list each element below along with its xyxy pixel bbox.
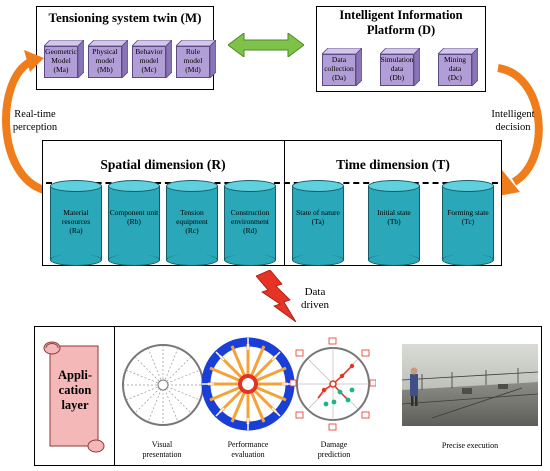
data-cube: Data collection(Da) — [322, 48, 362, 86]
time-name: Forming state — [447, 208, 489, 217]
application-label-line2: cation — [58, 383, 92, 397]
model-code: (Mb) — [97, 65, 113, 74]
time-cylinder: Initial state(Tb) — [368, 180, 420, 266]
caption-line1: Precise execution — [441, 441, 499, 450]
spatial-name: Material resources — [61, 208, 91, 226]
model-cube: Behavior model(Mc) — [132, 40, 172, 78]
platform-title-line1: Intelligent Information — [339, 8, 463, 22]
data-code: (Dc) — [448, 73, 462, 82]
caption-line1: Performance — [227, 440, 269, 449]
time-name: Initial state — [377, 208, 411, 217]
model-name: Geometric Model — [45, 47, 77, 65]
left-arrow-line1: Real-time — [14, 109, 56, 120]
caption-damage: Damage prediction — [298, 440, 370, 460]
application-divider — [114, 326, 115, 466]
time-code: (Ta) — [311, 217, 325, 226]
data-cube: Mining data(Dc) — [438, 48, 478, 86]
time-cylinder: State of nature(Ta) — [292, 180, 344, 266]
spatial-code: (Ra) — [69, 226, 83, 235]
right-arrow-line1: Intelligent — [491, 109, 535, 120]
data-driven-line1: Data — [304, 286, 326, 298]
data-driven-label: Data driven — [292, 286, 338, 312]
performance-wheel-diagram — [201, 337, 295, 431]
spatial-code: (Rc) — [185, 226, 199, 235]
caption-line2: presentation — [142, 450, 182, 459]
spatial-name: Component unit — [109, 208, 159, 217]
left-curved-arrow-icon — [2, 50, 46, 194]
caption-precise: Precise execution — [410, 441, 530, 451]
spatial-name: Tension equipment — [176, 208, 208, 226]
time-code: (Tc) — [461, 217, 475, 226]
scroll-icon — [43, 341, 105, 453]
right-arrow-line2: decision — [495, 122, 531, 133]
time-name: State of nature — [296, 208, 340, 217]
application-label-line3: layer — [61, 398, 89, 412]
time-code: (Tb) — [387, 217, 401, 226]
model-cube: Rule model(Md) — [176, 40, 216, 78]
right-curved-arrow-icon — [497, 64, 543, 196]
spatial-code: (Rb) — [127, 217, 141, 226]
left-arrow-line2: perception — [12, 122, 58, 133]
caption-line1: Visual — [151, 440, 173, 449]
time-cylinder: Forming state(Tc) — [442, 180, 494, 266]
spatial-name: Construction environment — [230, 208, 270, 226]
data-driven-line2: driven — [300, 299, 330, 311]
data-name: Simulation data — [380, 55, 414, 73]
data-name: Data collection — [324, 55, 354, 73]
model-code: (Ma) — [53, 65, 69, 74]
twin-title: Tensioning system twin (M) — [48, 10, 202, 25]
platform-title: Intelligent Information Platform (D) — [316, 8, 486, 38]
data-code: (Da) — [332, 73, 346, 82]
spatial-cylinder: Component unit(Rb) — [108, 180, 160, 266]
construction-site-photo — [402, 344, 538, 426]
spatial-cylinder: Tension equipment(Rc) — [166, 180, 218, 266]
application-label-line1: Appli- — [57, 368, 93, 382]
model-code: (Md) — [185, 65, 201, 74]
caption-line2: prediction — [317, 450, 351, 459]
model-code: (Mc) — [141, 65, 157, 74]
dimension-divider — [284, 140, 285, 266]
application-label: Appli- cation layer — [48, 368, 102, 413]
right-arrow-label: Intelligent decision — [476, 108, 550, 134]
model-name: Rule model — [183, 47, 203, 65]
caption-line2: evaluation — [231, 450, 265, 459]
bidirectional-arrow-icon — [228, 33, 304, 57]
visual-wheel-diagram — [122, 344, 204, 426]
data-code: (Db) — [389, 73, 405, 82]
spatial-code: (Rd) — [243, 226, 257, 235]
caption-visual: Visual presentation — [126, 440, 198, 460]
caption-performance: Performance evaluation — [212, 440, 284, 460]
data-name: Mining data — [443, 55, 467, 73]
spatial-cylinder: Material resources(Ra) — [50, 180, 102, 266]
model-cube: Physical model(Mb) — [88, 40, 128, 78]
damage-wheel-diagram — [290, 337, 376, 431]
platform-title-line2: Platform (D) — [366, 23, 436, 37]
data-cube: Simulation data(Db) — [380, 48, 420, 86]
caption-line1: Damage — [320, 440, 348, 449]
spatial-title: Spatial dimension (R) — [100, 157, 226, 172]
model-name: Behavior model — [135, 47, 163, 65]
model-name: Physical model — [92, 47, 118, 65]
left-arrow-label: Real-time perception — [2, 108, 68, 134]
time-title: Time dimension (T) — [336, 157, 450, 172]
model-cube: Geometric Model(Ma) — [44, 40, 84, 78]
lightning-icon — [256, 270, 296, 322]
spatial-cylinder: Construction environment(Rd) — [224, 180, 276, 266]
